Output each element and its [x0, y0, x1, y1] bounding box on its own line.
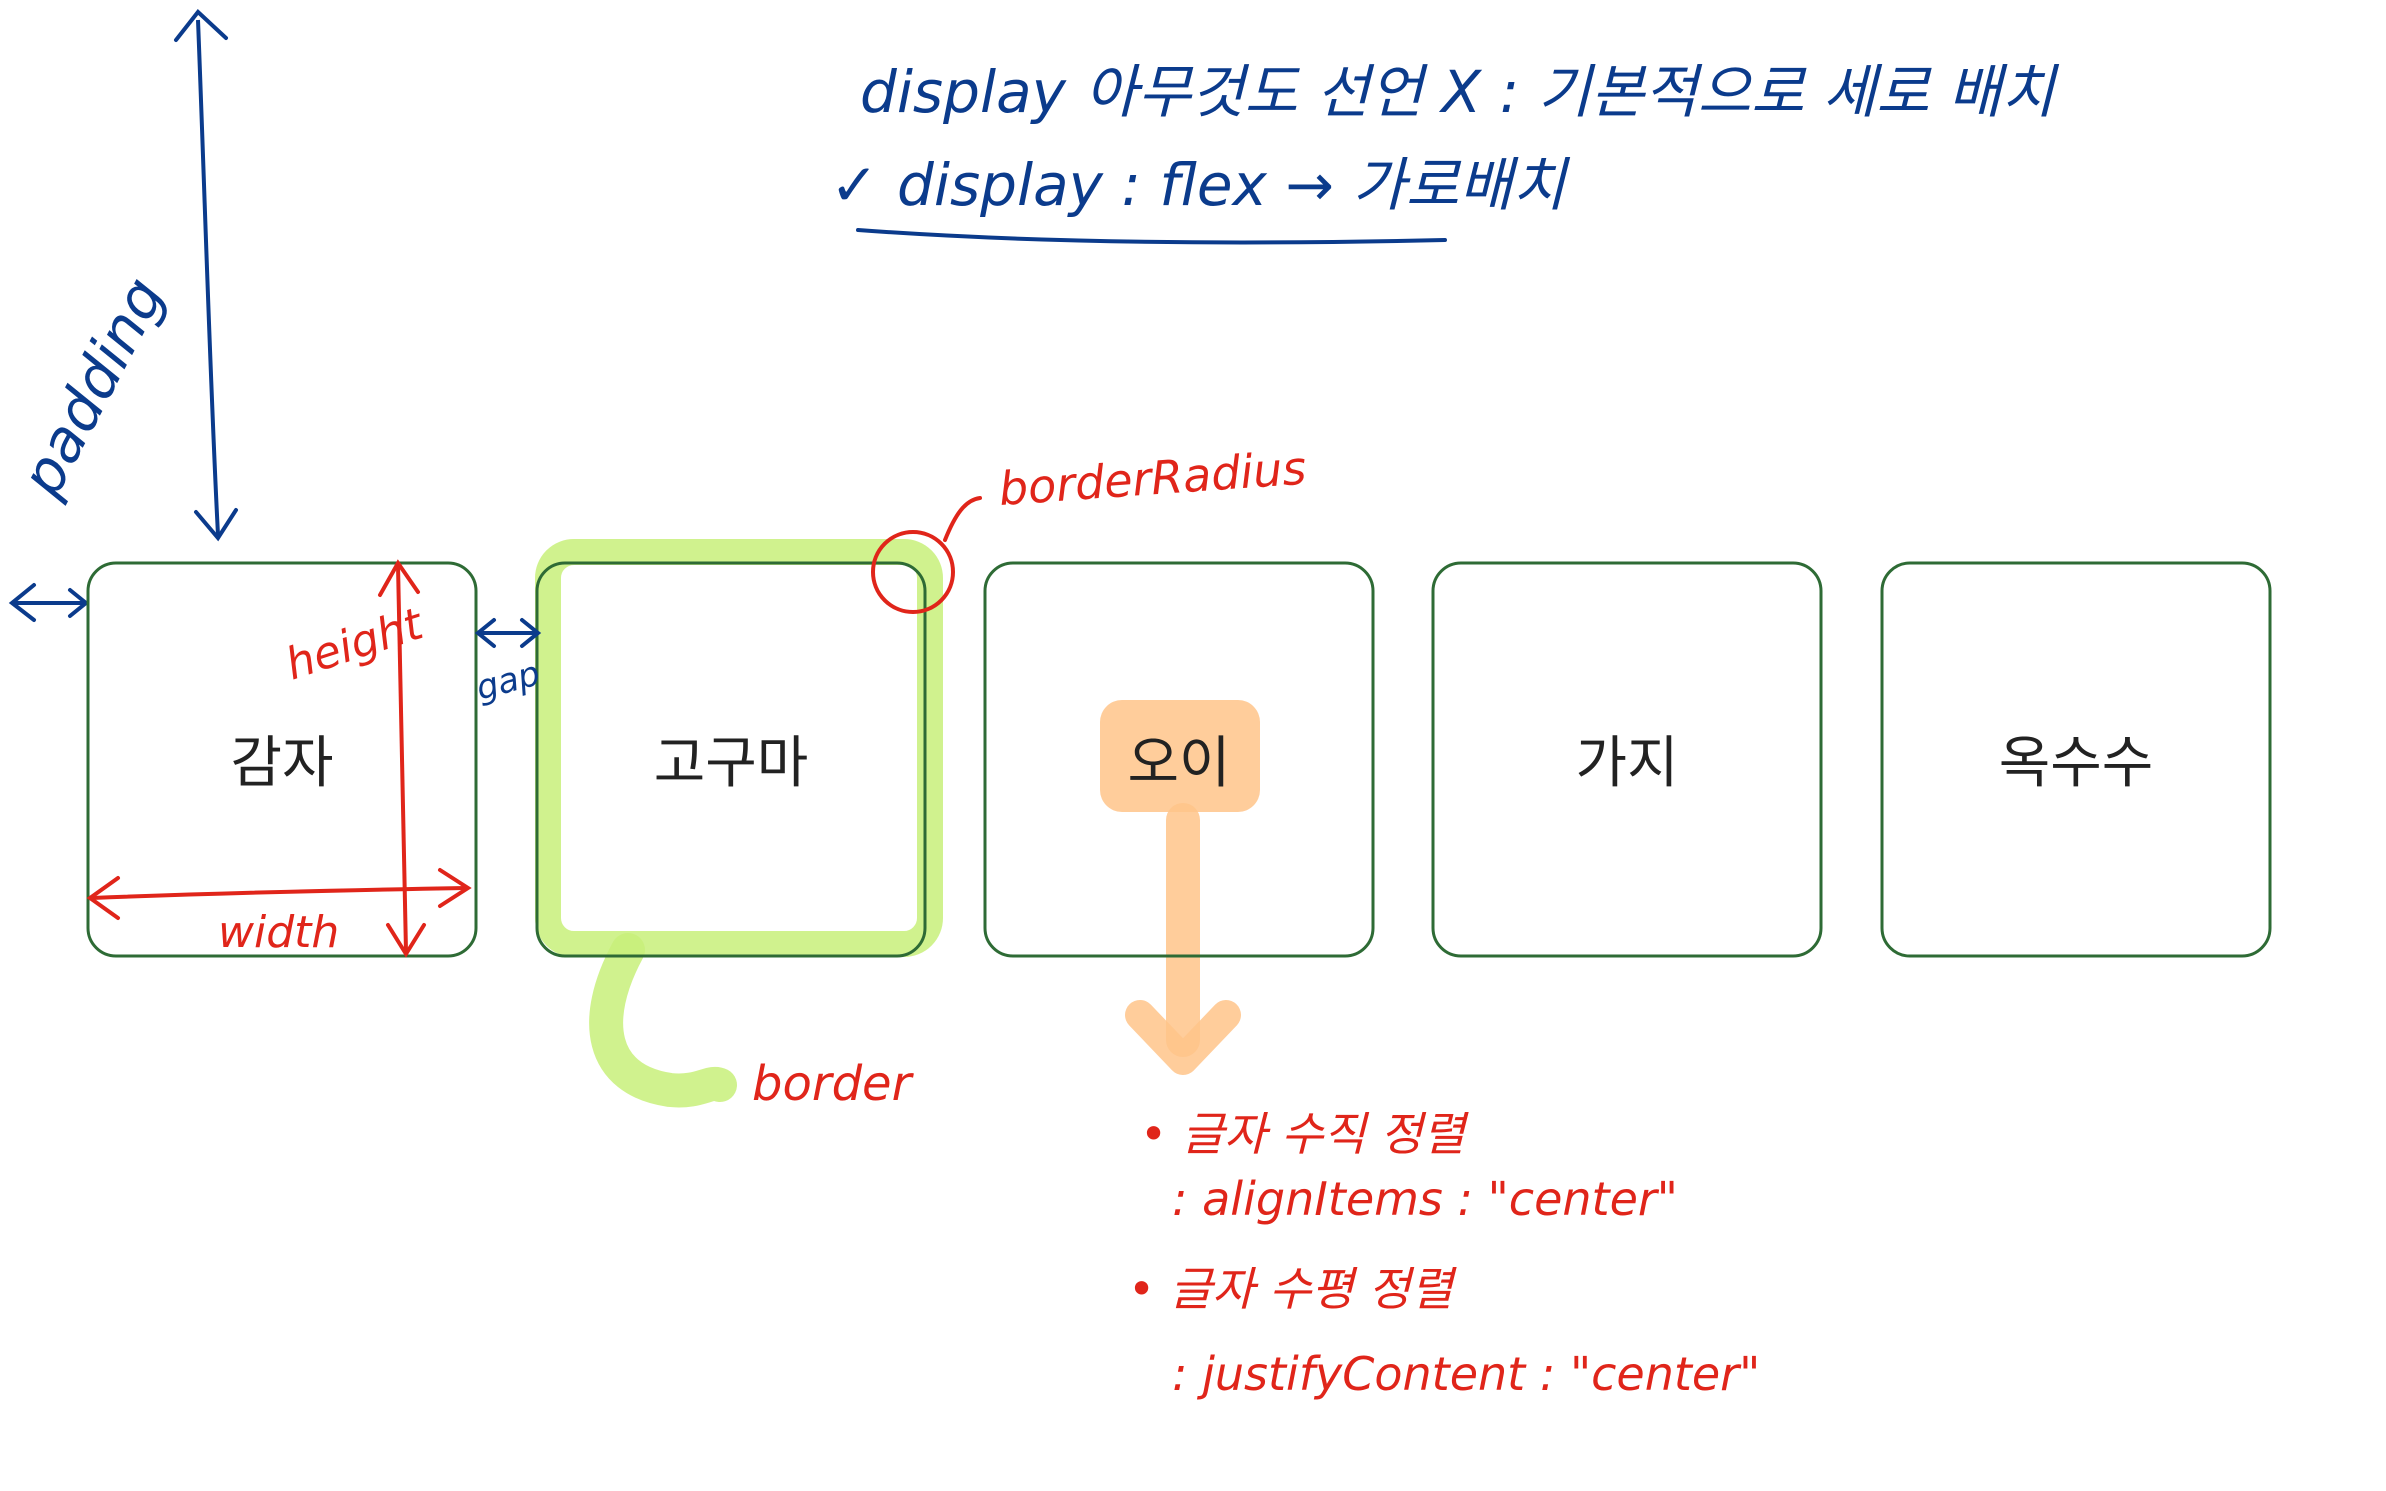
- border-radius-label: borderRadius: [997, 441, 1308, 516]
- border-highlight-tail: [589, 933, 737, 1108]
- width-arrow-head-left: [86, 876, 120, 920]
- box-1-label: 감자: [230, 731, 333, 796]
- height-arrow-head-top: [378, 559, 420, 597]
- border-label: border: [752, 1056, 915, 1112]
- box-2: [535, 561, 927, 958]
- box-row: 감자 고구마 오이 가지 옥수수: [86, 561, 2272, 958]
- text-highlight: [1100, 700, 1260, 812]
- header-note-line1: display 아무것도 선언 X : 기본적으로 세로 배치: [860, 58, 2059, 126]
- text-highlight-arrow-head: [1125, 1000, 1241, 1075]
- box-4-label: 가지: [1575, 731, 1678, 796]
- padding-label: padding: [7, 267, 178, 508]
- left-padding-arrow-head-left: [8, 583, 36, 622]
- width-arrow: [91, 886, 467, 900]
- vertical-align-code: : alignItems : "center": [1172, 1172, 1678, 1226]
- box-5: [1880, 561, 2272, 958]
- box-5-label: 옥수수: [1999, 731, 2154, 796]
- box-3-label: 오이: [1127, 731, 1230, 796]
- box-3: [983, 561, 1375, 958]
- padding-arrow-head-top: [174, 9, 228, 42]
- box-1: [86, 561, 478, 958]
- height-arrow: [396, 564, 408, 953]
- horizontal-align-title: • 글자 수평 정렬: [1128, 1262, 1458, 1316]
- border-radius-circle: [871, 530, 955, 614]
- border-radius-pointer: [943, 496, 982, 542]
- height-arrow-head-bottom: [386, 923, 426, 958]
- box-4: [1431, 561, 1823, 958]
- padding-arrow: [196, 19, 220, 536]
- gap-arrow-head-right: [520, 618, 542, 648]
- padding-arrow-head-bottom: [194, 508, 238, 542]
- gap-arrow-head-left: [474, 618, 496, 648]
- header-note-line2: ✓ display : flex → 가로배치: [830, 151, 1570, 219]
- border-highlight: [535, 539, 943, 957]
- left-padding-arrow-head-right: [68, 588, 90, 618]
- gap-label: gap: [472, 653, 544, 708]
- box-2-label: 고구마: [654, 731, 809, 796]
- horizontal-align-code: : justifyContent : "center": [1172, 1347, 1760, 1401]
- width-label: width: [218, 907, 339, 958]
- vertical-align-title: • 글자 수직 정렬: [1140, 1107, 1470, 1161]
- header-underline: [856, 228, 1447, 245]
- width-arrow-head-right: [438, 868, 472, 908]
